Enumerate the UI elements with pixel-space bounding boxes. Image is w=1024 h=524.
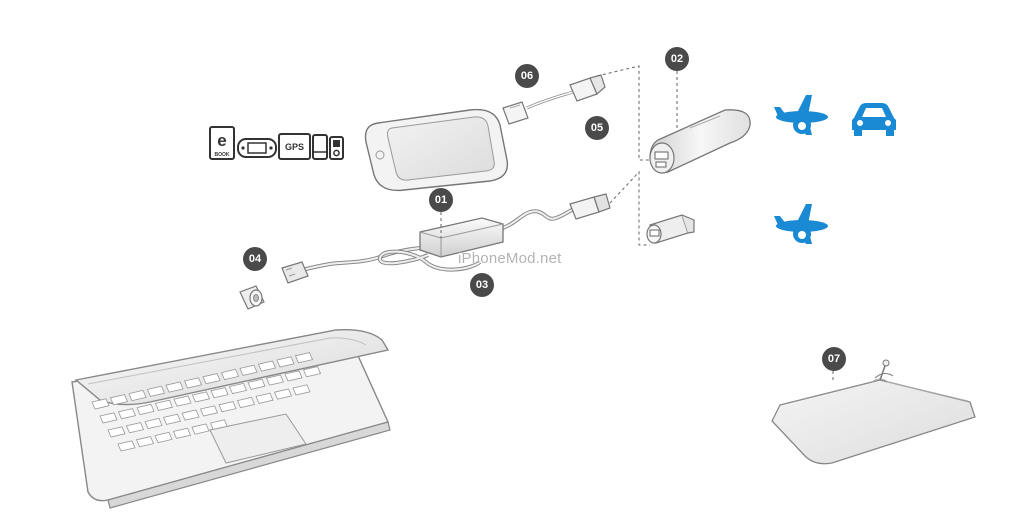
keyboard-key	[146, 385, 166, 397]
keyboard-key	[128, 389, 147, 402]
keyboard-key	[284, 370, 303, 382]
keyboard-key	[183, 377, 203, 389]
keyboard-key	[247, 378, 266, 390]
callout-06: 06	[515, 64, 539, 88]
keyboard-key	[273, 388, 293, 400]
laptop-tip	[239, 285, 265, 310]
keyboard-key	[202, 373, 221, 385]
airplane-icon	[774, 204, 828, 244]
gps-icon: GPS	[278, 133, 311, 160]
airplane-adapter	[646, 214, 695, 244]
keyboard-key	[191, 391, 211, 403]
keyboard-key	[144, 417, 163, 430]
keyboard-key	[117, 440, 136, 452]
phone-icon	[312, 134, 328, 160]
keyboard-key	[191, 423, 210, 435]
gps-label: GPS	[285, 142, 304, 152]
keyboard-key	[99, 412, 118, 424]
keyboard-key	[154, 431, 173, 444]
keyboard-key	[181, 409, 200, 421]
callout-05: 05	[585, 116, 609, 140]
laptop	[71, 329, 391, 509]
keyboard-key	[173, 395, 192, 407]
callout-01: 01	[429, 188, 453, 212]
keyboard-key	[228, 382, 248, 395]
keyboard-key	[109, 394, 129, 406]
keyboard-key	[136, 403, 155, 416]
car-charger	[649, 109, 751, 174]
keyboard-key	[165, 381, 184, 393]
keyboard-key	[265, 374, 285, 386]
keyboard	[91, 352, 322, 452]
keyboard-key	[255, 392, 274, 404]
keyboard-key	[91, 398, 110, 410]
keyboard-key	[154, 399, 174, 411]
keyboard-key	[199, 405, 219, 417]
keyboard-key	[117, 408, 137, 420]
keyboard-key	[125, 422, 145, 434]
keyboard-key	[236, 396, 256, 409]
keyboard-key	[292, 384, 311, 396]
keyboard-key	[107, 426, 126, 438]
ebook-icon: e BOOK	[209, 126, 235, 160]
ebook-word: BOOK	[215, 152, 230, 158]
keyboard-key	[239, 364, 258, 376]
leader-lines	[440, 65, 834, 380]
travel-pouch	[771, 359, 976, 465]
usb-dock-cable	[502, 74, 606, 125]
callout-04: 04	[243, 247, 267, 271]
callout-03: 03	[470, 273, 494, 297]
keyboard-key	[294, 352, 314, 364]
keyboard-key	[220, 368, 240, 381]
airplane-icon	[774, 95, 828, 135]
keyboard-key	[172, 427, 192, 439]
keyboard-key	[162, 413, 182, 425]
keyboard-key	[218, 401, 237, 413]
keyboard-key	[135, 436, 155, 448]
device-icons: e BOOK GPS	[209, 126, 344, 160]
mobile-device	[364, 108, 509, 192]
keyboard-key	[276, 356, 295, 368]
callout-07: 07	[822, 347, 846, 371]
car-icon	[852, 103, 896, 136]
keyboard-key	[257, 360, 277, 372]
handheld-game-icon	[237, 138, 277, 158]
media-player-icon	[329, 136, 344, 160]
power-adapter-cable	[281, 193, 611, 284]
ebook-letter: e	[217, 131, 226, 150]
keyboard-key	[302, 366, 322, 378]
watermark-text: iPhoneMod.net	[458, 250, 562, 267]
keyboard-key	[210, 387, 229, 399]
callout-02: 02	[665, 47, 689, 71]
